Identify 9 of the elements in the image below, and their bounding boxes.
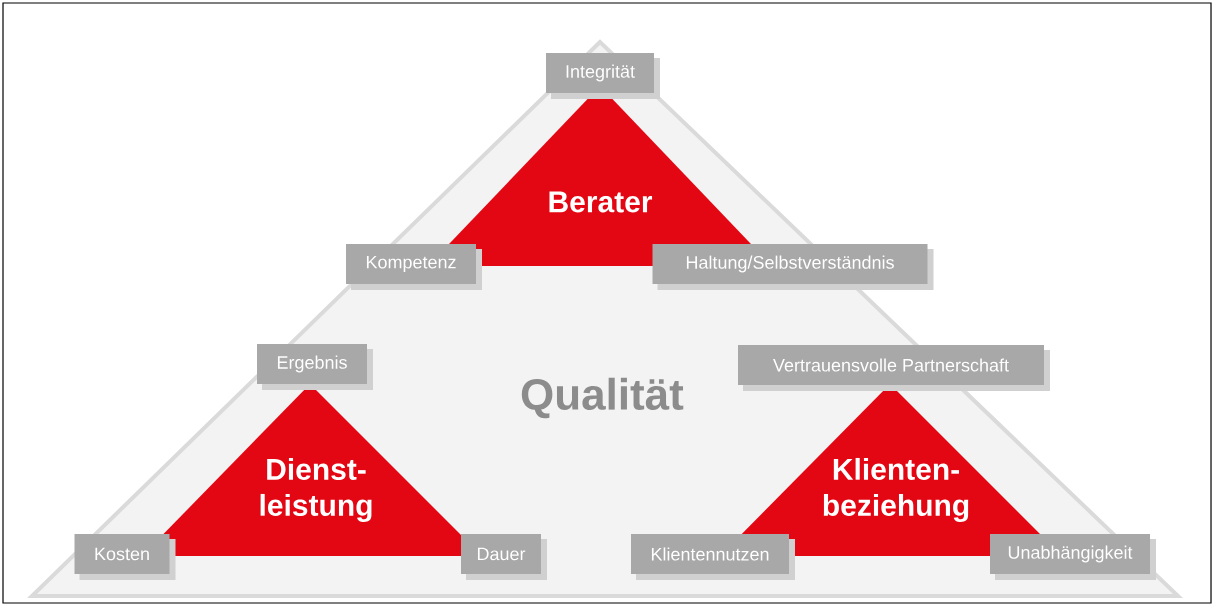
label-box: Vertrauensvolle Partnerschaft [738,345,1050,391]
label-box: Haltung/Selbstverständnis [652,244,934,290]
label-box: Kompetenz [346,244,482,290]
label-box: Dauer [461,534,547,580]
label-box: Ergebnis [257,344,373,390]
label-box: Unabhängigkeit [990,534,1156,580]
label-box: Integrität [546,53,660,99]
label-box: Kosten [74,534,176,580]
label-box: Klientennutzen [631,534,795,580]
